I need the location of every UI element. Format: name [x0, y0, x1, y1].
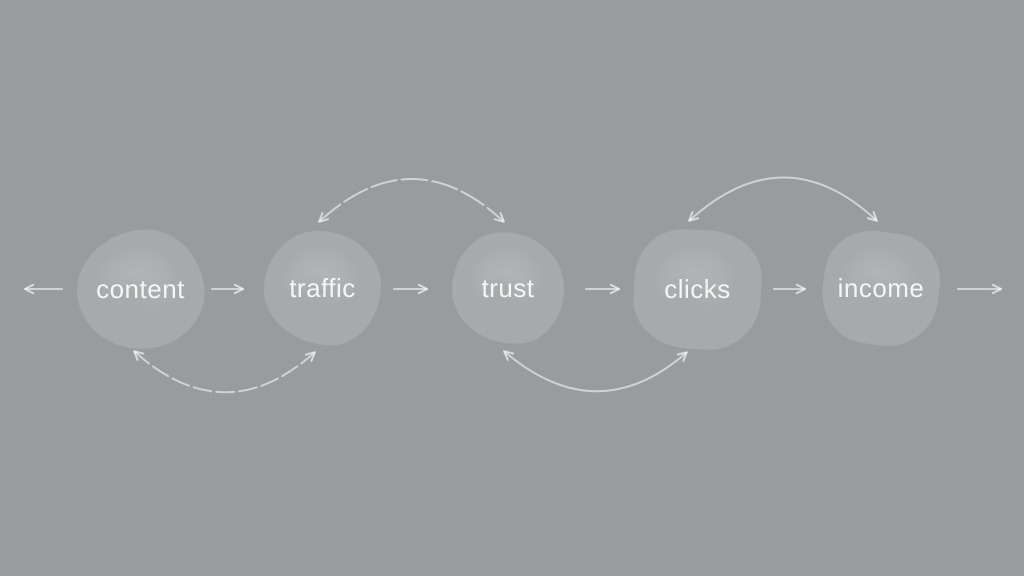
node-content: content	[71, 223, 210, 356]
blob-texture	[99, 265, 170, 320]
node-label: income	[837, 273, 925, 303]
blob-texture	[89, 239, 192, 333]
arc-traffic-trust-top-icon	[318, 178, 505, 223]
node-label: trust	[481, 272, 535, 303]
blob-texture	[834, 241, 928, 330]
blob-texture	[843, 265, 908, 317]
node-label: content	[96, 274, 185, 304]
node-label: clicks	[664, 274, 731, 304]
node-clicks: clicks	[630, 226, 765, 353]
arc-content-traffic-bottom-icon	[133, 350, 316, 394]
blob-texture	[463, 240, 553, 329]
node-trust: trust	[450, 230, 566, 346]
blob-texture	[285, 265, 350, 317]
node-income: income	[815, 224, 947, 353]
arc-clicks-income-top-icon	[688, 176, 878, 222]
arc-trust-clicks-bottom-icon	[503, 350, 688, 393]
blob-texture	[646, 239, 749, 333]
blob-texture	[472, 265, 534, 316]
node-traffic: traffic	[262, 228, 383, 348]
node-label: traffic	[289, 272, 356, 303]
blob-texture	[275, 240, 370, 330]
blob-texture	[656, 265, 727, 320]
